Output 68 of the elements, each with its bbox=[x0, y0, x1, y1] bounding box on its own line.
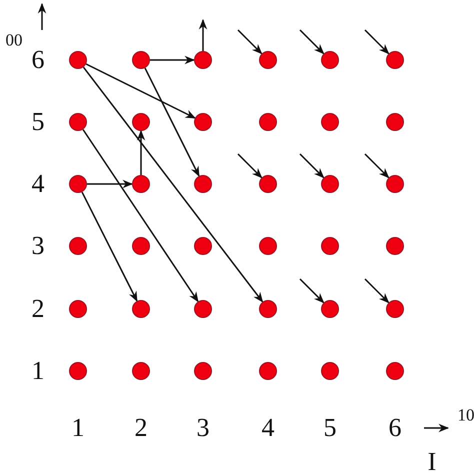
grid-point bbox=[194, 113, 212, 131]
axis-label: 3 bbox=[32, 233, 44, 259]
axis-label: I bbox=[428, 449, 436, 474]
grid-point bbox=[132, 237, 150, 255]
axis-label: 2 bbox=[134, 415, 148, 441]
grid-point bbox=[259, 51, 277, 69]
grid-point bbox=[194, 175, 212, 193]
grid-point bbox=[321, 300, 339, 318]
arrow bbox=[364, 278, 390, 304]
grid-point bbox=[321, 51, 339, 69]
arrow bbox=[86, 63, 196, 119]
grid-point bbox=[194, 237, 212, 255]
grid-point bbox=[386, 237, 404, 255]
axis-label: 5 bbox=[32, 109, 44, 135]
grid-point bbox=[259, 237, 277, 255]
grid-point bbox=[321, 362, 339, 380]
grid-point bbox=[321, 175, 339, 193]
grid-point bbox=[132, 300, 150, 318]
grid-point bbox=[69, 175, 87, 193]
grid-point bbox=[259, 175, 277, 193]
grid-point bbox=[259, 362, 277, 380]
grid-point bbox=[69, 362, 87, 380]
arrow bbox=[364, 153, 390, 178]
arrow bbox=[299, 153, 324, 178]
axis-label: 3 bbox=[196, 415, 210, 441]
arrow bbox=[150, 56, 196, 64]
grid-point bbox=[386, 51, 404, 69]
grid-point bbox=[132, 362, 150, 380]
grid-point bbox=[321, 113, 339, 131]
grid-point bbox=[194, 51, 212, 69]
arrow bbox=[87, 180, 134, 188]
arrow bbox=[81, 192, 138, 302]
axis-label: 6 bbox=[388, 415, 402, 441]
grid-point bbox=[132, 51, 150, 69]
grid-point bbox=[69, 300, 87, 318]
grid-point bbox=[69, 237, 87, 255]
grid-point bbox=[259, 113, 277, 131]
axis-label: 4 bbox=[262, 415, 274, 441]
grid-point bbox=[69, 51, 87, 69]
axis-label: 10 bbox=[458, 406, 474, 424]
axis-label: 00 bbox=[6, 32, 22, 48]
arrow bbox=[299, 29, 324, 54]
grid-point bbox=[194, 362, 212, 380]
axis-label: 5 bbox=[324, 415, 336, 441]
arrow bbox=[364, 29, 390, 54]
arrow bbox=[82, 66, 264, 303]
arrow bbox=[136, 130, 146, 175]
arrow bbox=[144, 68, 200, 177]
grid-point bbox=[386, 175, 404, 193]
axis-label: 2 bbox=[32, 296, 44, 322]
grid-point bbox=[132, 113, 150, 131]
grid-point bbox=[386, 300, 404, 318]
grid-point bbox=[386, 113, 404, 131]
axis-label: 1 bbox=[72, 415, 84, 441]
grid-point bbox=[386, 362, 404, 380]
axis-label: 4 bbox=[32, 171, 44, 197]
arrow bbox=[198, 18, 208, 51]
arrow bbox=[237, 153, 262, 178]
axis-label: 1 bbox=[32, 358, 44, 384]
grid-point bbox=[259, 300, 277, 318]
grid-point bbox=[321, 237, 339, 255]
arrow bbox=[237, 29, 262, 54]
arrow bbox=[299, 278, 324, 304]
grid-point bbox=[132, 175, 150, 193]
arrow bbox=[82, 129, 199, 302]
axis-label: 6 bbox=[32, 47, 44, 73]
grid-point bbox=[69, 113, 87, 131]
grid-point bbox=[194, 300, 212, 318]
